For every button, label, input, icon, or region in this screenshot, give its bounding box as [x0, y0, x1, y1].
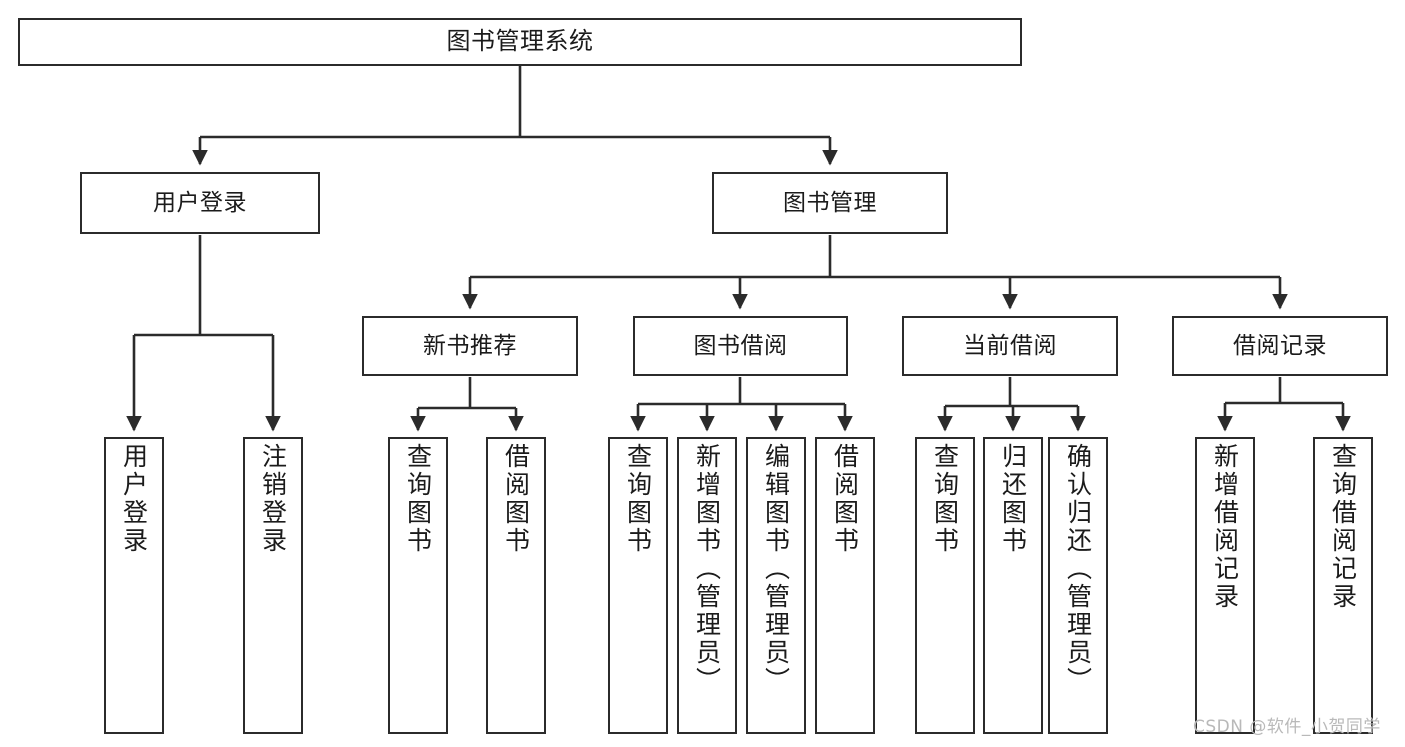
node-label: 查询图书 — [403, 443, 433, 555]
node-book-management[interactable]: 图书管理 — [712, 172, 948, 234]
node-label: 借阅记录 — [1233, 332, 1327, 359]
node-label: 图书管理系统 — [446, 27, 594, 56]
node-label: 新增图书（管理员） — [692, 443, 722, 695]
node-label: 借阅图书 — [501, 443, 531, 555]
node-label: 编辑图书（管理员） — [761, 443, 791, 695]
node-label: 图书借阅 — [693, 332, 788, 359]
leaf-borrow-book-1[interactable]: 借阅图书 — [486, 437, 546, 734]
node-label: 归还图书 — [998, 443, 1028, 555]
leaf-query-book-1[interactable]: 查询图书 — [388, 437, 448, 734]
leaf-logout[interactable]: 注销登录 — [243, 437, 303, 734]
leaf-query-book-3[interactable]: 查询图书 — [915, 437, 975, 734]
leaf-return-book[interactable]: 归还图书 — [983, 437, 1043, 734]
node-label: 图书管理 — [783, 189, 877, 216]
node-label: 查询图书 — [930, 443, 960, 555]
node-book-borrow[interactable]: 图书借阅 — [633, 316, 848, 376]
node-user-login[interactable]: 用户登录 — [80, 172, 320, 234]
node-label: 当前借阅 — [963, 332, 1057, 359]
node-new-book-recommend[interactable]: 新书推荐 — [362, 316, 578, 376]
leaf-add-book[interactable]: 新增图书（管理员） — [677, 437, 737, 734]
node-current-borrow[interactable]: 当前借阅 — [902, 316, 1118, 376]
leaf-query-book-2[interactable]: 查询图书 — [608, 437, 668, 734]
leaf-user-login[interactable]: 用户登录 — [104, 437, 164, 734]
leaf-borrow-book-2[interactable]: 借阅图书 — [815, 437, 875, 734]
node-label: 借阅图书 — [830, 443, 860, 555]
leaf-query-record[interactable]: 查询借阅记录 — [1313, 437, 1373, 734]
leaf-edit-book[interactable]: 编辑图书（管理员） — [746, 437, 806, 734]
node-borrow-record[interactable]: 借阅记录 — [1172, 316, 1388, 376]
node-label: 新书推荐 — [423, 332, 517, 359]
leaf-add-record[interactable]: 新增借阅记录 — [1195, 437, 1255, 734]
node-label: 注销登录 — [258, 443, 288, 555]
node-label: 新增借阅记录 — [1210, 443, 1240, 611]
node-label: 用户登录 — [153, 189, 247, 216]
node-label: 查询借阅记录 — [1328, 443, 1358, 611]
node-label: 用户登录 — [119, 443, 149, 555]
leaf-confirm-return[interactable]: 确认归还（管理员） — [1048, 437, 1108, 734]
node-label: 确认归还（管理员） — [1063, 443, 1093, 695]
node-root-system[interactable]: 图书管理系统 — [18, 18, 1022, 66]
node-label: 查询图书 — [623, 443, 653, 555]
